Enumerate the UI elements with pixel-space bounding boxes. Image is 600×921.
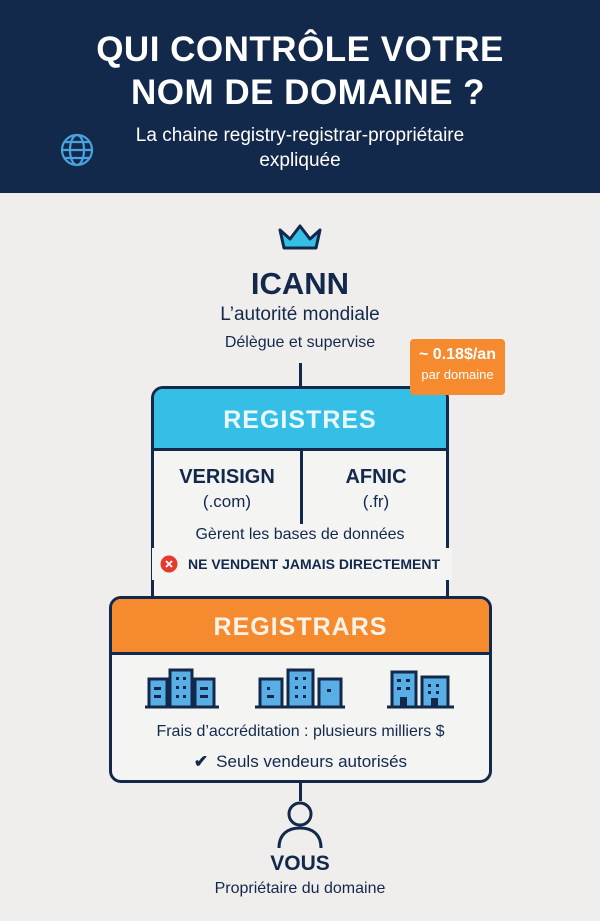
subtitle: La chaine registry-registrar-propriétair…: [100, 123, 500, 173]
icann-name: ICANN: [250, 266, 350, 301]
error-x-icon: [160, 555, 178, 573]
registres-description: Gèrent les bases de données: [195, 526, 405, 543]
vous-role: Propriétaire du domaine: [214, 880, 386, 897]
check-icon: ✔: [193, 752, 209, 771]
warning-text: NE VENDENT JAMAIS DIRECTEMENT: [188, 556, 441, 572]
connector-line: [299, 363, 302, 387]
globe-icon: [60, 133, 94, 167]
person-icon: [277, 801, 323, 849]
title-line-2: NOM DE DOMAINE ?: [130, 73, 486, 112]
registry-afnic: AFNIC (.fr): [303, 466, 449, 512]
icann-relation: Délègue et supervise: [224, 334, 376, 351]
divider: [300, 451, 303, 524]
registry-name: AFNIC: [345, 466, 407, 488]
building-icon: [255, 668, 345, 709]
registry-tld: (.com): [202, 492, 252, 511]
warning-row: NE VENDENT JAMAIS DIRECTEMENT: [152, 548, 452, 580]
title-line-1: QUI CONTRÔLE VOTRE: [96, 30, 504, 69]
connector-line: [299, 783, 302, 801]
registrars-box: REGISTRARS Frais d’accréditation : plusi…: [109, 596, 492, 783]
building-icon: [145, 668, 219, 709]
registry-tld: (.fr): [362, 492, 390, 511]
registry-verisign: VERISIGN (.com): [154, 466, 300, 512]
authorized-text: Seuls vendeurs autorisés: [216, 752, 408, 771]
subtitle-line-1: La chaine registry-registrar-propriétair…: [135, 125, 465, 146]
fee-amount: ~ 0.18$/an: [419, 346, 496, 363]
fee-badge: ~ 0.18$/an par domaine: [410, 339, 505, 395]
header-banner: QUI CONTRÔLE VOTRE NOM DE DOMAINE ? La c…: [0, 0, 600, 193]
vous-label: VOUS: [270, 852, 330, 875]
subtitle-line-2: expliquée: [259, 150, 341, 171]
building-icon: [387, 670, 454, 709]
registrars-title: REGISTRARS: [112, 599, 489, 655]
icann-role: L’autorité mondiale: [220, 304, 380, 325]
registry-name: VERISIGN: [179, 466, 275, 488]
registres-title: REGISTRES: [154, 389, 446, 451]
crown-icon: [278, 224, 322, 250]
accreditation-fee: Frais d’accréditation : plusieurs millie…: [156, 723, 445, 740]
fee-unit: par domaine: [421, 367, 494, 382]
authorized-note: ✔ Seuls vendeurs autorisés: [112, 752, 489, 772]
